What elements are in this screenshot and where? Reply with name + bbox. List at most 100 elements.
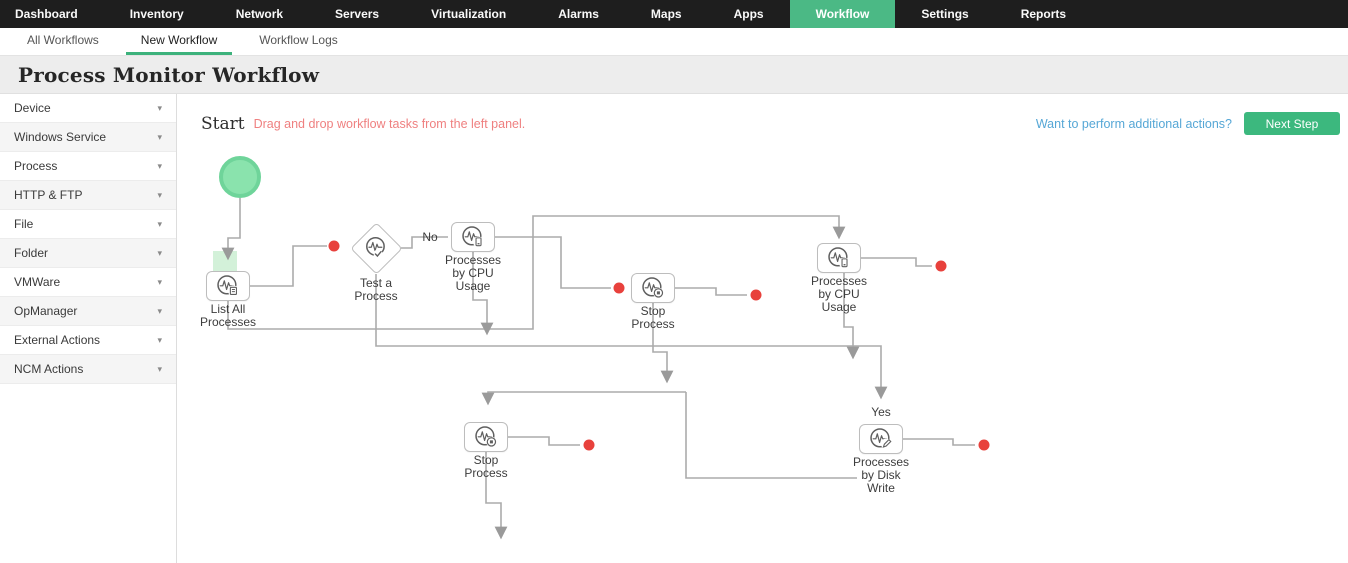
sidebar-item-windows-service[interactable]: Windows Service ▾: [0, 123, 176, 152]
sidebar-item-http-ftp[interactable]: HTTP & FTP ▾: [0, 181, 176, 210]
workflow-node-processes-by-disk-write[interactable]: [859, 424, 903, 454]
connector-line-listall-to-cpu2: [227, 215, 846, 330]
sidebar-item-device[interactable]: Device ▾: [0, 94, 176, 123]
drag-drop-hint: Drag and drop workflow tasks from the le…: [253, 116, 526, 131]
connector-line-cpu2-out: [861, 257, 932, 267]
process-stop-icon: [642, 277, 664, 299]
connector-endpoint-dot[interactable]: [583, 439, 595, 451]
connector-line-stop2-out: [508, 436, 580, 446]
process-edit-icon: [870, 428, 892, 450]
sidebar-item-process[interactable]: Process ▾: [0, 152, 176, 181]
connector-line-diskwrite-out: [903, 438, 975, 446]
process-test-icon: [366, 236, 385, 259]
workflow-node-stop-process-2[interactable]: [464, 422, 508, 452]
sidebar-item-label: VMWare: [14, 275, 61, 289]
chevron-down-icon: ▾: [157, 102, 162, 113]
nav-tab-alarms[interactable]: Alarms: [558, 7, 599, 21]
process-cpu-icon: [462, 226, 484, 248]
nav-tab-inventory[interactable]: Inventory: [129, 7, 184, 21]
process-list-icon: [217, 275, 239, 297]
task-palette-sidebar: Device ▾ Windows Service ▾ Process ▾ HTT…: [0, 94, 177, 563]
nav-tab-virtualization[interactable]: Virtualization: [431, 7, 507, 21]
page-title: Process Monitor Workflow: [18, 62, 320, 87]
nav-tab-apps[interactable]: Apps: [733, 7, 764, 21]
branch-label-no: No: [422, 230, 438, 244]
connector-endpoint-dot[interactable]: [328, 240, 340, 252]
workflow-node-list-all-processes[interactable]: [206, 271, 250, 301]
workflow-node-stop-process-1[interactable]: [631, 273, 675, 303]
node-label-processes-by-cpu-usage-2: Processes by CPU Usage: [810, 274, 868, 314]
sidebar-item-file[interactable]: File ▾: [0, 210, 176, 239]
chevron-down-icon: ▾: [157, 334, 162, 345]
nav-tab-reports[interactable]: Reports: [1020, 7, 1067, 21]
tab-workflow-logs[interactable]: Workflow Logs: [259, 33, 338, 47]
connector-line-no-branch: [401, 236, 448, 249]
sidebar-item-folder[interactable]: Folder ▾: [0, 239, 176, 268]
tab-all-workflows[interactable]: All Workflows: [27, 33, 99, 47]
connector-endpoint-dot[interactable]: [935, 260, 947, 272]
node-label-processes-by-cpu-usage-1: Processes by CPU Usage: [444, 253, 502, 293]
tab-new-workflow[interactable]: New Workflow: [125, 28, 233, 55]
chevron-down-icon: ▾: [157, 305, 162, 316]
sidebar-item-external-actions[interactable]: External Actions ▾: [0, 326, 176, 355]
workflow-canvas[interactable]: Start Drag and drop workflow tasks from …: [177, 94, 1348, 563]
start-label: Start: [201, 113, 245, 134]
node-label-processes-by-disk-write: Processes by Disk Write: [852, 455, 910, 495]
nav-tab-workflow[interactable]: Workflow: [789, 0, 896, 28]
connector-line-cpu1-to-stop1: [495, 236, 611, 289]
workflow-start-node[interactable]: [219, 156, 261, 198]
title-bar: Process Monitor Workflow: [0, 56, 1348, 94]
connector-line-stop2-down: [485, 452, 508, 540]
connector-line-to-diskwrite: [685, 392, 857, 479]
chevron-down-icon: ▾: [157, 218, 162, 229]
nav-tab-settings[interactable]: Settings: [921, 7, 969, 21]
node-label-test-a-process: Test a Process: [354, 276, 398, 303]
workflow-node-processes-by-cpu-usage-2[interactable]: [817, 243, 861, 273]
connector-line-yes-branch: [375, 274, 888, 400]
connector-line-listall-out: [250, 245, 327, 287]
sidebar-item-label: NCM Actions: [14, 362, 84, 376]
workflow-node-processes-by-cpu-usage-1[interactable]: [451, 222, 495, 252]
sidebar-item-ncm-actions[interactable]: NCM Actions ▾: [0, 355, 176, 384]
sidebar-item-label: Device: [14, 101, 51, 115]
connector-line-stop1-down: [652, 303, 674, 384]
node-label-list-all-processes: List All Processes: [199, 302, 257, 329]
chevron-down-icon: ▾: [157, 247, 162, 258]
sidebar-item-label: OpManager: [14, 304, 78, 318]
workflow-subtabs: All Workflows New Workflow Workflow Logs: [0, 28, 1348, 56]
nav-tab-network[interactable]: Network: [235, 7, 284, 21]
sidebar-item-label: External Actions: [14, 333, 101, 347]
process-cpu-icon: [828, 247, 850, 269]
connector-line-cpu1-down: [472, 252, 494, 336]
connector-line-stop1-out: [675, 287, 747, 296]
branch-label-yes: Yes: [871, 405, 891, 419]
sidebar-item-opmanager[interactable]: OpManager ▾: [0, 297, 176, 326]
connector-endpoint-dot[interactable]: [613, 282, 625, 294]
chevron-down-icon: ▾: [157, 363, 162, 374]
canvas-header: Start Drag and drop workflow tasks from …: [201, 112, 1340, 135]
sidebar-item-label: File: [14, 217, 34, 231]
chevron-down-icon: ▾: [157, 160, 162, 171]
main-area: Device ▾ Windows Service ▾ Process ▾ HTT…: [0, 94, 1348, 563]
chevron-down-icon: ▾: [157, 189, 162, 200]
process-stop-icon: [475, 426, 497, 448]
connector-line-to-stop2: [481, 391, 686, 406]
node-label-stop-process-2: Stop Process: [464, 453, 508, 480]
sidebar-item-vmware[interactable]: VMWare ▾: [0, 268, 176, 297]
nav-tab-maps[interactable]: Maps: [650, 7, 682, 21]
additional-actions-link[interactable]: Want to perform additional actions?: [1035, 116, 1232, 131]
nav-tab-servers[interactable]: Servers: [335, 7, 380, 21]
sidebar-item-label: Folder: [14, 246, 49, 260]
connector-wires-layer: [221, 198, 990, 540]
connector-endpoint-dot[interactable]: [978, 439, 990, 451]
next-step-button[interactable]: Next Step: [1244, 112, 1340, 135]
chevron-down-icon: ▾: [157, 131, 162, 142]
nav-tab-dashboard[interactable]: Dashboard: [15, 7, 78, 21]
connector-line-cpu2-down: [843, 273, 860, 360]
top-nav: Dashboard Inventory Network Servers Virt…: [0, 0, 1348, 28]
sidebar-item-label: Windows Service: [14, 130, 107, 144]
connector-line-start-to-listall: [221, 198, 241, 261]
chevron-down-icon: ▾: [157, 276, 162, 287]
connector-endpoint-dot[interactable]: [750, 289, 762, 301]
sidebar-item-label: HTTP & FTP: [14, 188, 83, 202]
